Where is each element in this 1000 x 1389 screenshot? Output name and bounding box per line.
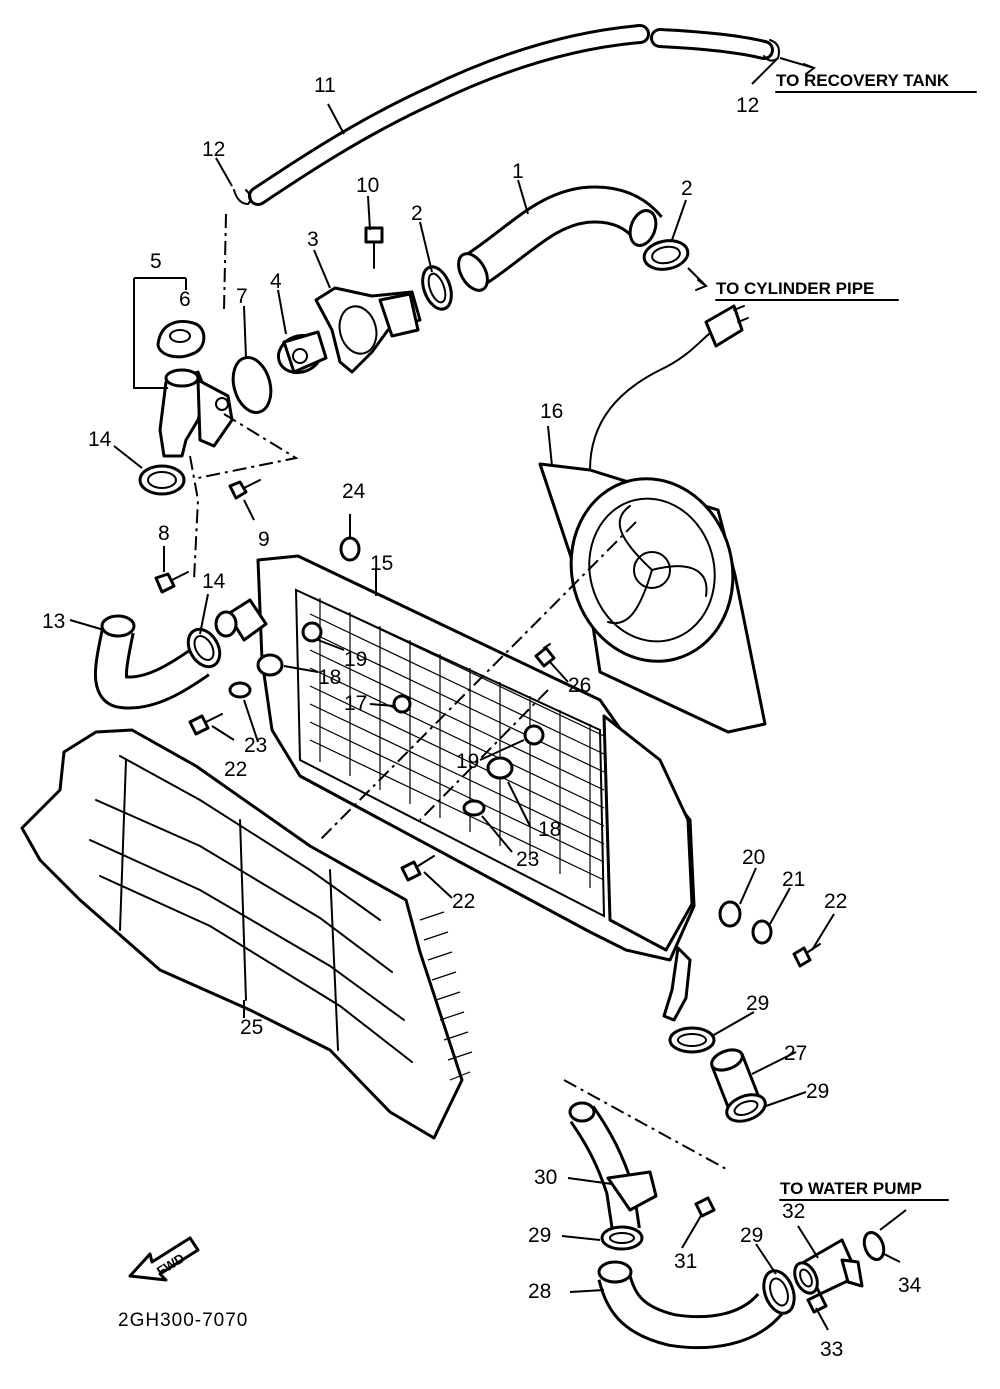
- callout-9: 9: [258, 528, 270, 551]
- callout-17: 17: [344, 692, 367, 715]
- part-20-grommet: [718, 900, 742, 928]
- callout-26: 26: [568, 674, 591, 697]
- part-22-bolt: [188, 713, 223, 736]
- to-water-pump-label: TO WATER PUMP: [780, 1179, 922, 1198]
- part-8-bolt: [154, 571, 189, 594]
- part-5-filler-neck: [158, 368, 234, 458]
- part-16-fan-assembly: [538, 304, 767, 734]
- part-23-washer: [228, 681, 252, 699]
- callout-3: 3: [307, 228, 319, 251]
- part-21-collar: [751, 919, 773, 945]
- callout-15: 15: [370, 552, 393, 575]
- part-29-clamp-d: [762, 1269, 796, 1315]
- part-23-washer-lower: [462, 799, 486, 817]
- callout-29-a: 29: [746, 992, 769, 1015]
- callout-14-top: 14: [88, 428, 112, 451]
- part-2-hose-clamp-right: [642, 239, 690, 271]
- callout-29-b: 29: [806, 1080, 829, 1103]
- drawing-code: 2GH300-7070: [118, 1310, 248, 1331]
- callout-23-upper: 23: [244, 734, 267, 757]
- callout-25: 25: [240, 1016, 263, 1039]
- part-15-radiator: [214, 554, 696, 1022]
- part-14-hose-clamp: [138, 464, 186, 496]
- part-18-collar: [256, 653, 284, 677]
- part-1-radiator-hose: [457, 185, 663, 292]
- part-24-grommet: [339, 536, 361, 562]
- callout-labels: 11 12 12 1 2 10 2 3 5 4 7 6 14 16 24 9 8…: [42, 74, 922, 1361]
- destination-notes: TO RECOVERY TANK TO CYLINDER PIPE TO WAT…: [695, 63, 977, 1201]
- part-25-radiator-cover: [20, 728, 473, 1140]
- part-28-hose: [597, 1260, 783, 1350]
- callout-24: 24: [342, 480, 366, 503]
- part-32-water-pump-fitting: [793, 1238, 864, 1296]
- part-3-thermostat-cover: [314, 286, 422, 374]
- callout-12-left: 12: [202, 138, 225, 161]
- assembly-lines: [189, 213, 729, 1171]
- callout-6: 6: [179, 288, 191, 311]
- leader-lines: [69, 57, 907, 1331]
- callout-29-c: 29: [528, 1224, 551, 1247]
- part-30-joint-pipe: [568, 1101, 658, 1233]
- fwd-arrow: FWD: [128, 1236, 200, 1282]
- part-34-o-ring: [862, 1230, 886, 1262]
- part-18-collar-lower: [486, 756, 514, 780]
- callout-21: 21: [782, 868, 805, 891]
- callout-34: 34: [898, 1274, 922, 1297]
- callout-29-d: 29: [740, 1224, 763, 1247]
- callout-31: 31: [674, 1250, 697, 1273]
- callout-12-top: 12: [736, 94, 759, 117]
- callout-22-upper: 22: [224, 758, 247, 781]
- part-14-hose-clamp-lower: [186, 627, 222, 669]
- callout-28: 28: [528, 1280, 551, 1303]
- callout-2-left: 2: [411, 202, 423, 225]
- part-13-hose: [93, 614, 210, 710]
- part-9-bolt: [228, 479, 261, 500]
- callout-18-lower: 18: [538, 818, 561, 841]
- callout-5: 5: [150, 250, 162, 273]
- to-recovery-tank-label: TO RECOVERY TANK: [776, 71, 950, 90]
- callout-27: 27: [784, 1042, 807, 1065]
- part-12-hose-clip-left: [233, 189, 252, 206]
- callout-14-lower: 14: [202, 570, 226, 593]
- part-26-bolt: [534, 643, 556, 668]
- callout-16: 16: [540, 400, 563, 423]
- part-29-clamp-c: [600, 1225, 644, 1251]
- part-22-bolt-right: [792, 943, 821, 968]
- callout-19-lower: 19: [456, 750, 479, 773]
- part-29-clamp-b: [725, 1093, 767, 1123]
- callout-11: 11: [314, 74, 336, 97]
- callout-22-lower: 22: [452, 890, 475, 913]
- callout-19-upper: 19: [344, 648, 367, 671]
- part-2-hose-clamp: [421, 265, 453, 311]
- callout-20: 20: [742, 846, 765, 869]
- callout-4: 4: [270, 270, 282, 293]
- part-4-thermostat: [276, 330, 328, 375]
- callout-8: 8: [158, 522, 170, 545]
- part-31-bolt: [694, 1196, 716, 1218]
- callout-32: 32: [782, 1200, 805, 1223]
- to-cylinder-pipe-label: TO CYLINDER PIPE: [716, 279, 874, 298]
- part-29-clamp-a: [668, 1026, 716, 1054]
- part-11-overflow-hose: [248, 24, 774, 206]
- callout-10: 10: [356, 174, 379, 197]
- part-10-bolt: [364, 226, 384, 269]
- callout-18-upper: 18: [318, 666, 341, 689]
- callout-7: 7: [236, 285, 248, 308]
- callout-1: 1: [512, 160, 524, 183]
- part-7-o-ring: [231, 356, 273, 414]
- part-33-bolt: [806, 1292, 828, 1314]
- callout-13: 13: [42, 610, 65, 633]
- part-22-bolt-lower: [400, 855, 435, 882]
- callout-30: 30: [534, 1166, 557, 1189]
- callout-2-right: 2: [681, 177, 693, 200]
- callout-22-right: 22: [824, 890, 847, 913]
- callout-23-lower: 23: [516, 848, 539, 871]
- part-6-radiator-cap: [156, 320, 206, 359]
- callout-33: 33: [820, 1338, 843, 1361]
